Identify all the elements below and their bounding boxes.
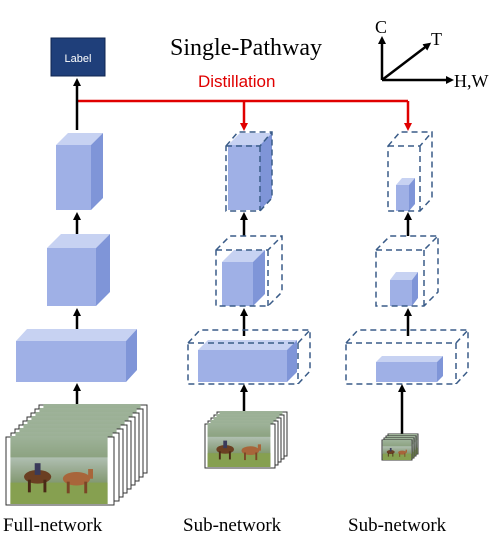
caption-full-network: Full-network	[3, 515, 103, 536]
sub2-block-3	[387, 131, 433, 212]
sub1-video-frames	[204, 411, 288, 469]
axis-t-label: T	[431, 29, 442, 49]
full-block-1	[16, 329, 137, 382]
sub1-block-2	[215, 235, 283, 307]
caption-sub-network-2: Sub-network	[348, 515, 447, 536]
sub1-block-3	[225, 131, 273, 212]
distillation-label: Distillation	[198, 72, 275, 91]
axis-c-label: C	[375, 17, 387, 37]
label-box-text: Label	[65, 53, 92, 65]
axes-indicator: C T H,W	[375, 17, 489, 91]
distillation-arrows	[77, 99, 412, 131]
label-box: Label	[50, 37, 106, 77]
full-block-2	[47, 234, 110, 306]
column-sub-network-2: Sub-network	[345, 131, 469, 536]
column-full-network: Full-network	[3, 78, 148, 536]
caption-sub-network-1: Sub-network	[183, 515, 282, 536]
axis-hw-label: H,W	[454, 71, 489, 91]
sub2-block-1	[345, 329, 469, 385]
full-block-3	[56, 133, 103, 210]
sub1-block-1	[187, 329, 311, 385]
full-video-frames	[5, 404, 148, 506]
diagram-title: Single-Pathway	[170, 35, 322, 61]
column-sub-network-1: Sub-network	[183, 131, 311, 536]
sub2-block-2	[375, 235, 439, 307]
sub2-video-frames	[381, 433, 419, 461]
